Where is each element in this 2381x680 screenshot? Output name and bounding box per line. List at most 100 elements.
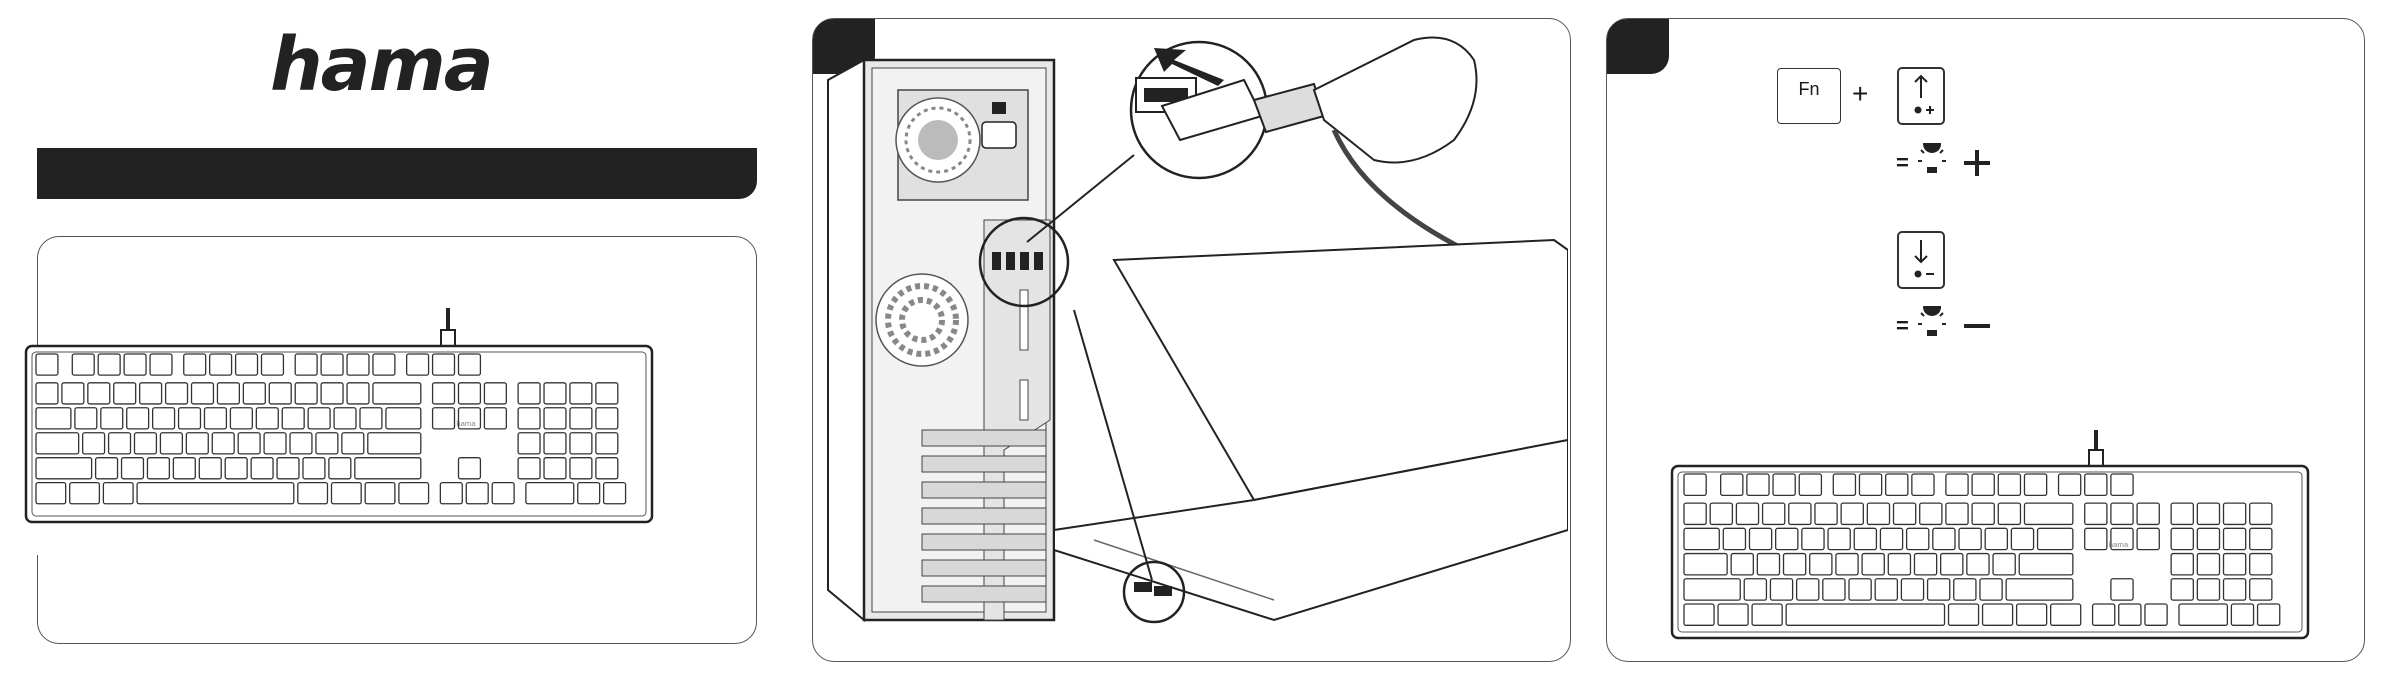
keyboard-key [2085,503,2107,524]
keyboard-key [1901,579,1923,600]
keyboard-key [1862,554,1884,575]
keyboard-key [2171,528,2193,549]
keyboard-key [1810,554,1832,575]
keyboard-key [109,433,131,454]
keyboard-key [2224,503,2246,524]
keyboard-key [399,483,429,504]
keyboard-key [1928,579,1950,600]
keyboard-key [199,458,221,479]
keyboard-key [2038,528,2073,549]
keyboard-key [2111,474,2133,495]
keyboard-key [433,383,455,404]
keyboard-key [2250,503,2272,524]
keyboard-key [36,408,71,429]
keyboard-key [331,483,361,504]
keyboard-key [2119,604,2141,625]
keyboard-key [72,354,94,375]
keyboard-key [298,483,328,504]
keyboard-key [1907,528,1929,549]
keyboard-key [1894,503,1916,524]
keyboard-key [1757,554,1779,575]
keyboard-key [70,483,100,504]
keyboard-key [137,483,294,504]
keyboard-key [36,383,58,404]
keyboard-key [596,458,618,479]
keyboard-key [1967,554,1989,575]
keyboard-key [2006,579,2073,600]
brightness-down-icon [1914,306,2004,346]
keyboard-key [251,458,273,479]
keyboard-key [1933,528,1955,549]
keyboard-key [2111,503,2133,524]
keyboard-key [36,458,92,479]
keyboard-key [62,383,84,404]
keyboard-illustration-brightness: hama [1670,428,2310,642]
keyboard-key [83,433,105,454]
fn-key: Fn [1777,68,1841,124]
keyboard-key [303,458,325,479]
keyboard-key [458,458,480,479]
keyboard-key [492,483,514,504]
keyboard-key [103,483,133,504]
keyboard-key [277,458,299,479]
keyboard-key [2250,528,2272,549]
keyboard-key [243,383,265,404]
keyboard-key [1710,503,1732,524]
keyboard-key [1747,474,1769,495]
arrow-up-key-icon [1896,66,1946,126]
keyboard-key [1744,579,1766,600]
keyboard-key [316,433,338,454]
keyboard-key [88,383,110,404]
keyboard-key [2231,604,2253,625]
keyboard-key [140,383,162,404]
keyboard-key [368,433,421,454]
keyboard-key [2019,554,2073,575]
keyboard-key [114,383,136,404]
keyboard-key [147,458,169,479]
keyboard-key [2179,604,2227,625]
keyboard-key [1828,528,1850,549]
keyboard-key [101,408,123,429]
keyboard-key [373,354,395,375]
keyboard-key [1946,474,1968,495]
keyboard-key [1752,604,1782,625]
keyboard-key [122,458,144,479]
keyboard-key [544,383,566,404]
keyboard-key [1776,528,1798,549]
keyboard-key [1770,579,1792,600]
keyboard-brand-label: hama [456,419,476,428]
keyboard-key [596,383,618,404]
keyboard-key [2224,579,2246,600]
keyboard-key [36,483,66,504]
brightness-up-icon [1914,143,2004,183]
title-band [37,148,757,199]
keyboard-key [2017,604,2047,625]
keyboard-key [570,433,592,454]
keyboard-key [1993,554,2015,575]
keyboard-key [1849,579,1871,600]
keyboard-key [124,354,146,375]
keyboard-key [186,433,208,454]
keyboard-key [386,408,421,429]
keyboard-key [127,408,149,429]
keyboard-key [2171,503,2193,524]
keyboard-key [1867,503,1889,524]
keyboard-key [458,383,480,404]
keyboard-key [334,408,356,429]
keyboard-key [484,408,506,429]
keyboard-key [1972,474,1994,495]
keyboard-key [225,458,247,479]
keyboard-key [2171,554,2193,575]
keyboard-key [329,458,351,479]
keyboard-key [355,458,421,479]
keyboard-key [2197,503,2219,524]
keyboard-key [440,483,462,504]
keyboard-key [236,354,258,375]
keyboard-key [1946,503,1968,524]
keyboard-key [1886,474,1908,495]
keyboard-key [1736,503,1758,524]
keyboard-key [373,383,421,404]
keyboard-key [75,408,97,429]
keyboard-key [2137,503,2159,524]
keyboard-key [1998,474,2020,495]
